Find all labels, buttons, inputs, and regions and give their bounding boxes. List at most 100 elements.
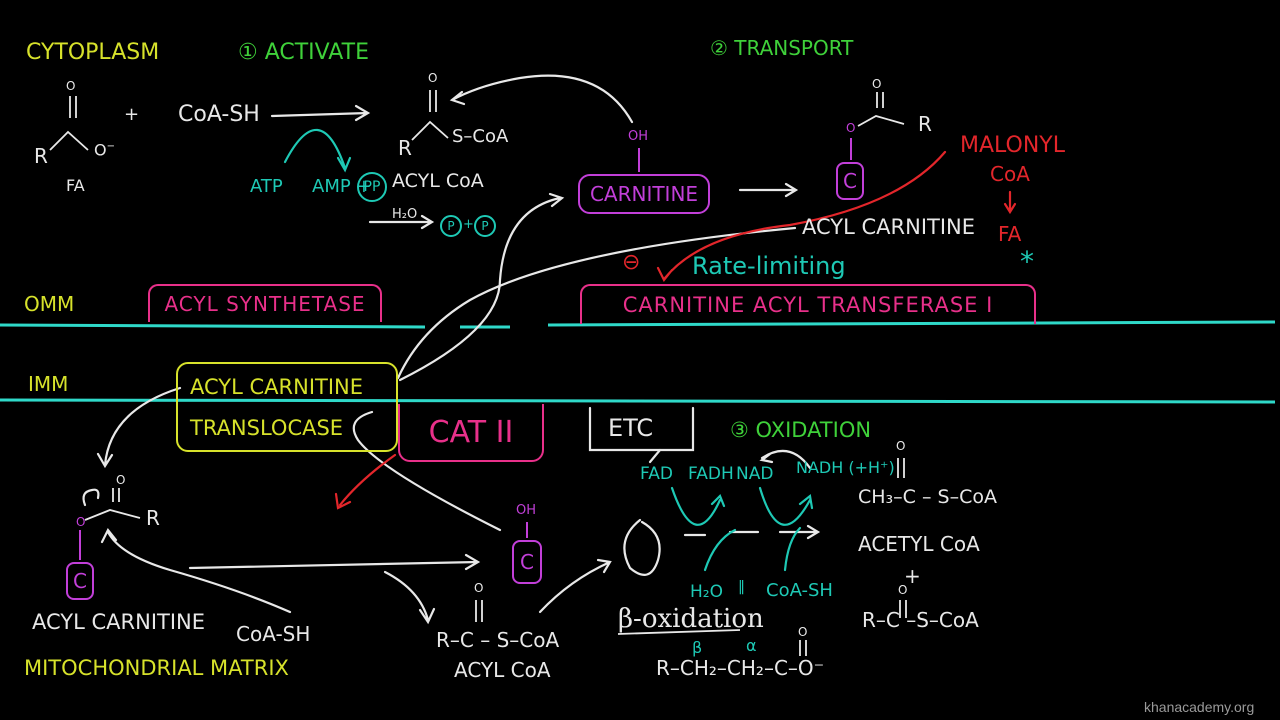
acetyl-coa-label: ACETYL CoA — [858, 532, 980, 556]
carnitine-to-acylcoa-arrow — [449, 74, 634, 124]
coash-bottom-label: CoA-SH — [766, 580, 833, 601]
star-mark: * — [1020, 245, 1034, 278]
mito-matrix-label: MITOCHONDRIAL MATRIX — [24, 656, 289, 680]
transport-label: ② TRANSPORT — [710, 36, 854, 60]
fadh-label: FADH — [688, 464, 734, 484]
malonyl-inhibition-arrow — [656, 150, 947, 283]
matrix-left-r: R — [146, 506, 160, 530]
acyl-carnitine-curl — [82, 488, 100, 507]
acylcoa-top-r: R — [398, 136, 412, 160]
top-right-bonds — [857, 92, 905, 127]
translocase-line-2: TRANSLOCASE — [190, 415, 344, 440]
p-circle-2: P — [474, 215, 496, 237]
atp-amp-arrow — [283, 128, 352, 173]
oxidation-label: ③ OXIDATION — [730, 418, 872, 442]
carnitine-exit-arrow — [352, 410, 502, 532]
carnitine-to-acylcarnitine-arrow — [738, 182, 799, 198]
p-circle-1: P — [440, 215, 462, 237]
watermark-text: khanacademy.org — [1144, 699, 1255, 715]
h2o-arrow — [368, 214, 435, 230]
right-chain-arrow — [683, 524, 821, 540]
acyl-carnitine-bottom-label: ACYL CARNITINE — [32, 610, 206, 634]
beta-underline — [617, 629, 741, 635]
bottom-acylcoa-label: ACYL CoA — [454, 658, 551, 682]
left-c-box: C — [66, 562, 94, 600]
imm-label: IMM — [28, 372, 69, 396]
nad-curve — [759, 449, 812, 470]
acetyl-line: CH₃–C – S–CoA — [858, 486, 997, 508]
h2o-bottom-label: H₂O — [690, 582, 723, 602]
inner-membrane-line — [0, 398, 1276, 404]
h2o-in-curve — [703, 528, 737, 572]
bottom-acylcoa-oxygen: O — [474, 581, 484, 595]
nad-label: NAD — [736, 464, 774, 484]
topright-ester-o: O — [846, 121, 856, 135]
atp-label: ATP — [250, 176, 283, 197]
acyl-synthetase-box: ACYL SYNTHETASE — [148, 284, 382, 322]
fad-fadh-curve — [670, 486, 726, 526]
malonyl-coa-label: CoA — [990, 162, 1030, 186]
etc-bracket — [588, 406, 695, 452]
beta-chain-bonds — [799, 640, 807, 656]
coash-arrow — [270, 104, 371, 122]
top-c-box: C — [836, 162, 864, 200]
beta-chain-formula: R–CH₂–CH₂–C–O⁻ — [656, 656, 825, 680]
cycle-arrow — [623, 518, 661, 576]
bottom-carnitine-oh: OH — [516, 503, 537, 518]
malonyl-to-fa-arrow — [1003, 190, 1017, 215]
cytoplasm-label: CYTOPLASM — [26, 40, 160, 65]
double-bar: ‖ — [738, 579, 745, 595]
bottom-right-bonds — [899, 600, 907, 618]
beta-chain-oxygen: O — [798, 625, 808, 639]
rate-limiting-label: Rate-limiting — [692, 252, 846, 280]
coash-left-label: CoA-SH — [236, 622, 311, 646]
nadh-label: NADH (+H⁺) — [796, 458, 895, 477]
plus-sign: + — [124, 104, 140, 125]
cat2-arrow — [334, 453, 397, 510]
acetyl-bonds — [897, 458, 905, 478]
coash-in-curve — [783, 526, 802, 572]
outer-membrane-line — [0, 320, 1276, 329]
matrix-left-oxygen: O — [116, 473, 126, 487]
acyl-coa-top-bonds — [411, 90, 449, 141]
fa-ominus: O− — [94, 140, 115, 160]
malonyl-label: MALONYL — [960, 133, 1065, 158]
bottom-acylcoa-line: R–C – S–CoA — [436, 628, 560, 652]
carnitine-oh: OH — [628, 129, 649, 144]
matrix-c-arrow — [188, 553, 481, 571]
omm-label: OMM — [24, 292, 75, 316]
carnitine-box: CARNITINE — [578, 174, 710, 214]
etc-arrow — [648, 448, 662, 464]
alpha-symbol: α — [746, 636, 757, 655]
fa-r: R — [34, 144, 48, 168]
pp-circle: PP — [357, 172, 387, 202]
acylcoa-bottom-arrow — [383, 570, 436, 625]
acylcoa-top-oxygen: O — [428, 71, 438, 85]
p-plus: + — [463, 217, 474, 232]
acylcoa-to-betaox-arrow — [538, 558, 612, 614]
acetyl-oxygen: O — [896, 439, 906, 453]
acylcarnitine-into-translocase-arrow — [396, 226, 797, 380]
inhibition-minus: ⊖ — [622, 250, 641, 275]
coash-bottom-arrow — [100, 527, 292, 614]
etc-label: ETC — [608, 414, 654, 442]
translocase-to-carnitine-arrow — [398, 192, 565, 382]
nad-nadh-curve — [758, 486, 814, 526]
translocase-to-matrix-arrow — [96, 386, 182, 469]
cat2-box: CAT II — [398, 404, 544, 462]
beta-oxidation-label: β-oxidation — [618, 604, 764, 634]
beta-symbol: β — [692, 638, 703, 657]
fa-label: FA — [66, 176, 85, 195]
fa-bonds — [49, 96, 89, 151]
bottomright-line: R–C –S–CoA — [862, 608, 979, 632]
amp-label: AMP + — [312, 176, 372, 197]
bottom-c-box: C — [512, 540, 542, 584]
acyl-coa-top-label: ACYL CoA — [392, 170, 484, 192]
fad-label: FAD — [640, 464, 673, 484]
translocase-line-1: ACYL CARNITINE — [190, 374, 364, 399]
plus-sign-2: + — [904, 564, 921, 588]
matrix-left-ester-o: O — [76, 515, 86, 529]
left-matrix-bonds — [84, 488, 141, 521]
acylcoa-top-scoa: S–CoA — [452, 126, 509, 147]
